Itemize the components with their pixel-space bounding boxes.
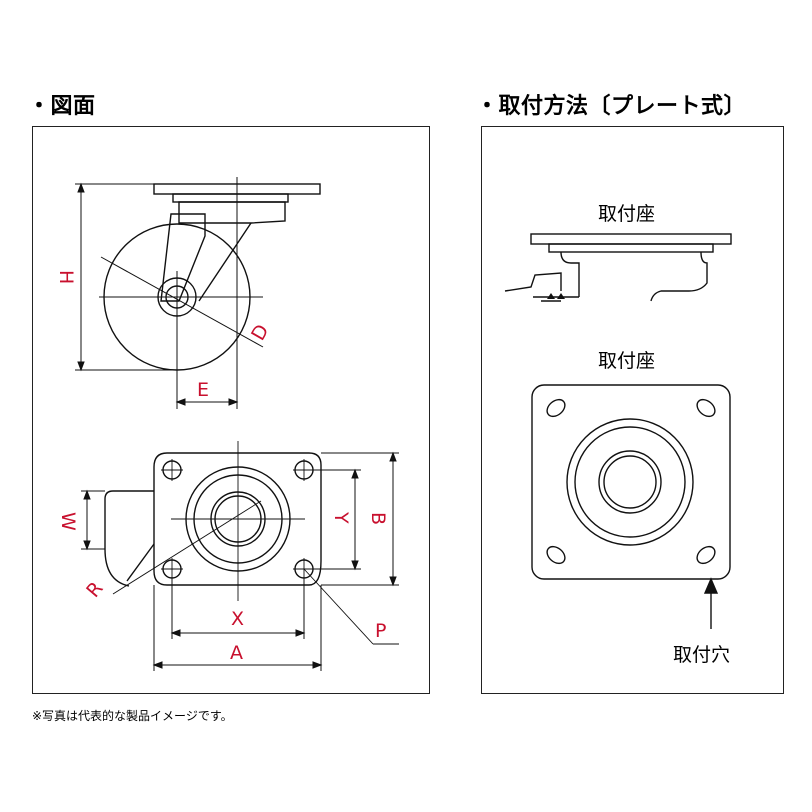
- dim-label-w: W: [57, 512, 79, 531]
- dim-label-x: X: [231, 608, 244, 630]
- dim-label-b: B: [367, 512, 389, 525]
- drawing-heading: ・図面: [28, 94, 96, 119]
- dim-label-r: R: [82, 578, 107, 602]
- side-fork: [160, 213, 206, 302]
- mount-seat-label-top: 取付座: [598, 350, 655, 372]
- footnote: ※写真は代表的な製品イメージです。: [32, 709, 233, 723]
- dim-label-p: P: [375, 620, 386, 642]
- mount-seat-label-side: 取付座: [598, 203, 655, 225]
- mounting-panel: 取付座 取付座 取付穴: [481, 126, 784, 694]
- mount-hole-label: 取付穴: [673, 644, 730, 666]
- dim-label-y: Y: [330, 511, 352, 524]
- side-swivel-block: [178, 201, 286, 224]
- caster-drawing: H D E W R X A Y B P: [55, 177, 399, 671]
- drawing-panel: H D E W R X A Y B P: [32, 126, 430, 694]
- dim-label-h: H: [55, 270, 77, 284]
- side-mount-plate: [530, 233, 732, 245]
- top-mount-plate: [531, 384, 731, 580]
- dim-label-e: E: [197, 379, 209, 401]
- top-wheel: [104, 490, 154, 587]
- dim-label-a: A: [230, 642, 243, 664]
- top-plate-outline: [153, 452, 322, 586]
- mounting-drawing: 取付座 取付座 取付穴: [504, 203, 732, 666]
- side-plate-base: [172, 193, 289, 203]
- mounting-method-heading: ・取付方法〔プレート式〕: [476, 94, 747, 119]
